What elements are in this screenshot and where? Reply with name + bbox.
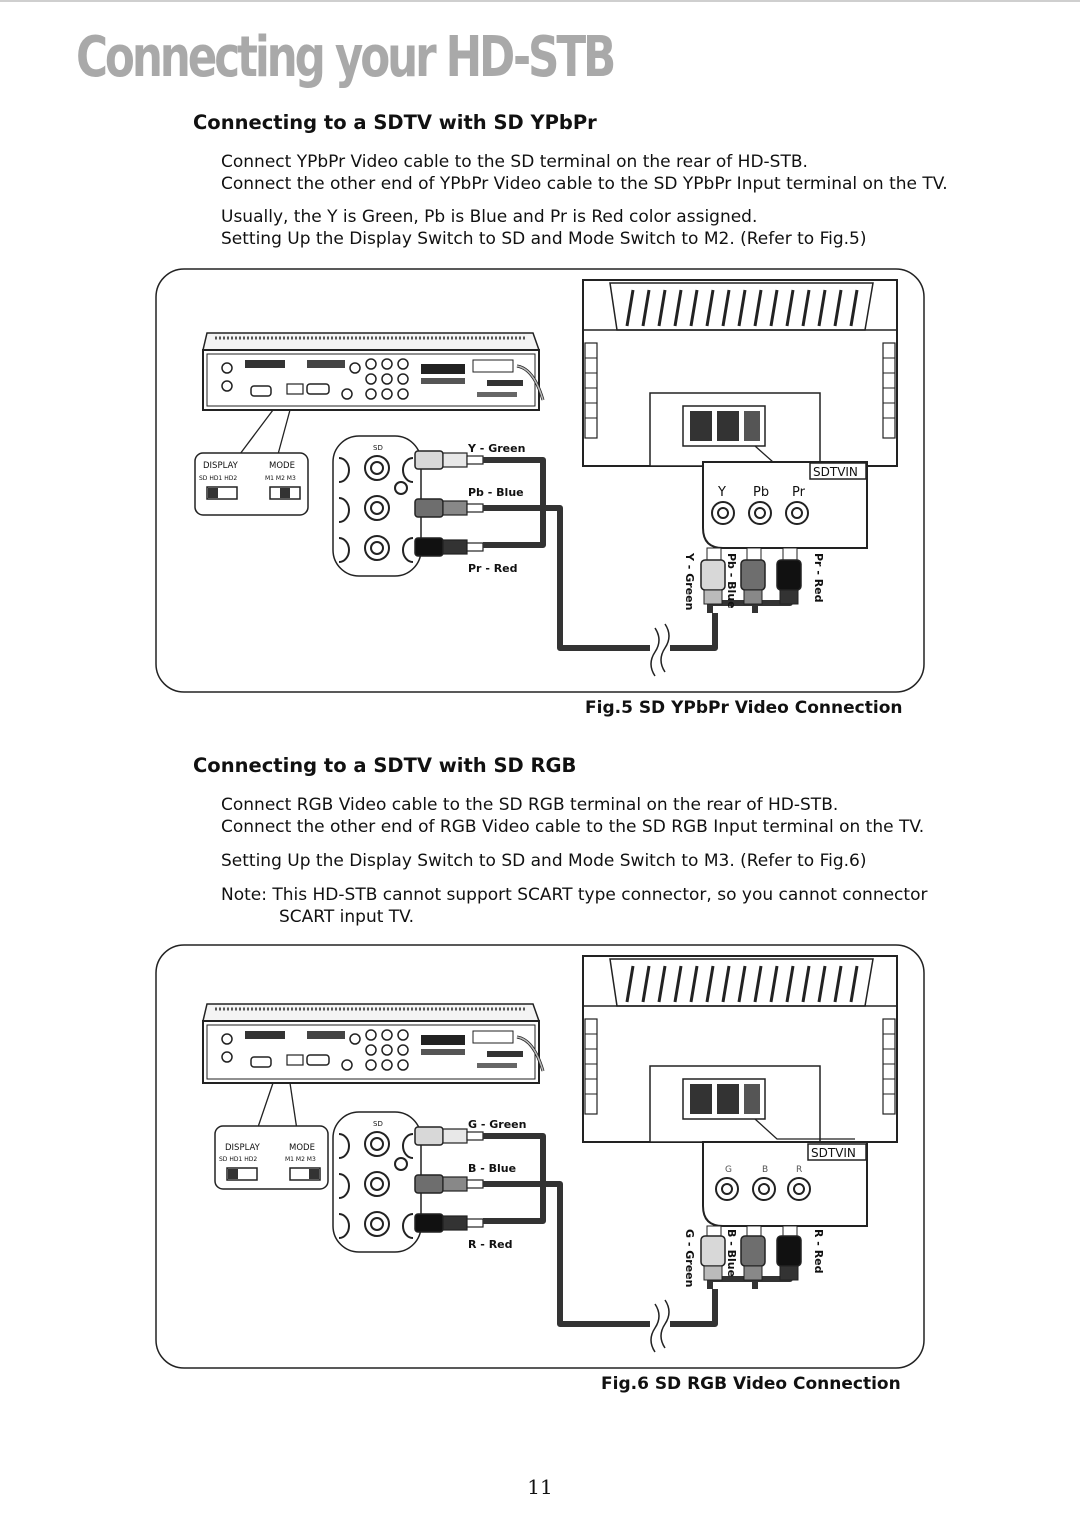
figure-caption-ypbpr: Fig.5 SD YPbPr Video Connection bbox=[585, 698, 903, 718]
tv-jack-label-2: B bbox=[762, 1165, 768, 1175]
ypbpr-instructions-1: Connect YPbPr Video cable to the SD term… bbox=[221, 151, 948, 195]
tv-rear bbox=[582, 279, 898, 467]
figure-caption-rgb: Fig.6 SD RGB Video Connection bbox=[601, 1374, 901, 1394]
tv-rear bbox=[582, 955, 898, 1143]
mode-switch-label: MODE bbox=[289, 1143, 315, 1153]
rca-plugs-right bbox=[700, 1225, 802, 1281]
ypbpr-diagram-svg: DISPLAY MODE SD HD1 HD2 M1 M2 M3 SD bbox=[155, 268, 925, 693]
tv-input-panel: SDTVIN G B R bbox=[702, 1141, 868, 1227]
display-switch-positions: SD HD1 HD2 bbox=[219, 1156, 257, 1163]
plug-label-3: R - Red bbox=[812, 1229, 825, 1274]
tv-jack-label-1: Y bbox=[717, 485, 726, 500]
scart-note: Note: This HD-STB cannot support SCART t… bbox=[221, 884, 927, 928]
cable-label-3: Pr - Red bbox=[468, 562, 518, 575]
section-heading-ypbpr: Connecting to a SDTV with SD YPbPr bbox=[193, 111, 597, 134]
display-mode-switch-panel: DISPLAY MODE SD HD1 HD2 M1 M2 M3 bbox=[214, 1125, 329, 1190]
display-switch-positions: SD HD1 HD2 bbox=[199, 475, 237, 482]
rgb-instructions-1: Connect RGB Video cable to the SD RGB te… bbox=[221, 794, 924, 838]
display-switch-label: DISPLAY bbox=[225, 1143, 261, 1153]
plug-label-1: Y - Green bbox=[683, 552, 696, 610]
tv-jack-label-3: Pr bbox=[792, 485, 806, 500]
tv-input-panel: SDTVIN Y Pb Pr bbox=[702, 461, 868, 549]
plug-label-1: G - Green bbox=[683, 1229, 696, 1287]
plug-label-3: Pr - Red bbox=[812, 553, 825, 603]
note-line-1: Note: This HD-STB cannot support SCART t… bbox=[221, 885, 928, 905]
tv-jack-label-1: G bbox=[725, 1165, 732, 1175]
rca-plugs-right bbox=[700, 547, 802, 605]
sd-panel-label: SD bbox=[373, 1120, 383, 1128]
display-switch-label: DISPLAY bbox=[203, 461, 239, 471]
rgb-line-3: Setting Up the Display Switch to SD and … bbox=[221, 851, 867, 871]
rca-plugs-left bbox=[414, 1126, 484, 1233]
figure-rgb-diagram: DISPLAY MODE SD HD1 HD2 M1 M2 M3 SD bbox=[155, 944, 925, 1369]
rgb-line-2: Connect the other end of RGB Video cable… bbox=[221, 817, 925, 837]
cable-break-mark bbox=[650, 1299, 670, 1353]
ypbpr-line-2: Connect the other end of YPbPr Video cab… bbox=[221, 174, 948, 194]
plug-label-2: B - Blue bbox=[725, 1229, 738, 1277]
cable-label-2: Pb - Blue bbox=[468, 486, 524, 499]
cable-label-3: R - Red bbox=[468, 1238, 513, 1251]
figure-ypbpr-diagram: DISPLAY MODE SD HD1 HD2 M1 M2 M3 SD bbox=[155, 268, 925, 693]
sd-jack-panel: SD bbox=[332, 1111, 422, 1253]
cable-label-1: G - Green bbox=[468, 1118, 526, 1131]
tv-jack-label-2: Pb bbox=[753, 485, 769, 500]
note-line-2: SCART input TV. bbox=[279, 907, 415, 927]
mode-switch-positions: M1 M2 M3 bbox=[285, 1156, 316, 1163]
ypbpr-line-4: Setting Up the Display Switch to SD and … bbox=[221, 229, 867, 249]
stb-rear-panel bbox=[202, 1003, 545, 1084]
plug-label-2: Pb - Blue bbox=[725, 553, 738, 609]
ypbpr-line-1: Connect YPbPr Video cable to the SD term… bbox=[221, 152, 808, 172]
sd-jack-panel: SD bbox=[332, 435, 422, 577]
section-heading-rgb: Connecting to a SDTV with SD RGB bbox=[193, 754, 577, 777]
page-number: 11 bbox=[527, 1475, 553, 1499]
ypbpr-line-3: Usually, the Y is Green, Pb is Blue and … bbox=[221, 207, 758, 227]
stb-rear-panel bbox=[202, 332, 545, 411]
ypbpr-instructions-2: Usually, the Y is Green, Pb is Blue and … bbox=[221, 206, 866, 250]
rgb-instructions-2: Setting Up the Display Switch to SD and … bbox=[221, 850, 866, 872]
mode-switch-positions: M1 M2 M3 bbox=[265, 475, 296, 482]
page-title: Connecting your HD-STB bbox=[76, 25, 616, 90]
rgb-diagram-svg: DISPLAY MODE SD HD1 HD2 M1 M2 M3 SD bbox=[155, 944, 925, 1369]
cable-label-2: B - Blue bbox=[468, 1162, 516, 1175]
mode-switch-label: MODE bbox=[269, 461, 295, 471]
tv-jack-label-3: R bbox=[796, 1165, 802, 1175]
rca-plugs-left bbox=[414, 450, 484, 557]
top-rule bbox=[0, 0, 1080, 2]
cable-label-1: Y - Green bbox=[467, 442, 525, 455]
sd-panel-label: SD bbox=[373, 444, 383, 452]
tv-input-label: SDTVIN bbox=[811, 1146, 856, 1160]
display-mode-switch-panel: DISPLAY MODE SD HD1 HD2 M1 M2 M3 bbox=[194, 452, 309, 516]
rgb-line-1: Connect RGB Video cable to the SD RGB te… bbox=[221, 795, 839, 815]
tv-input-label: SDTVIN bbox=[813, 465, 858, 479]
cable-break-mark bbox=[650, 623, 670, 677]
